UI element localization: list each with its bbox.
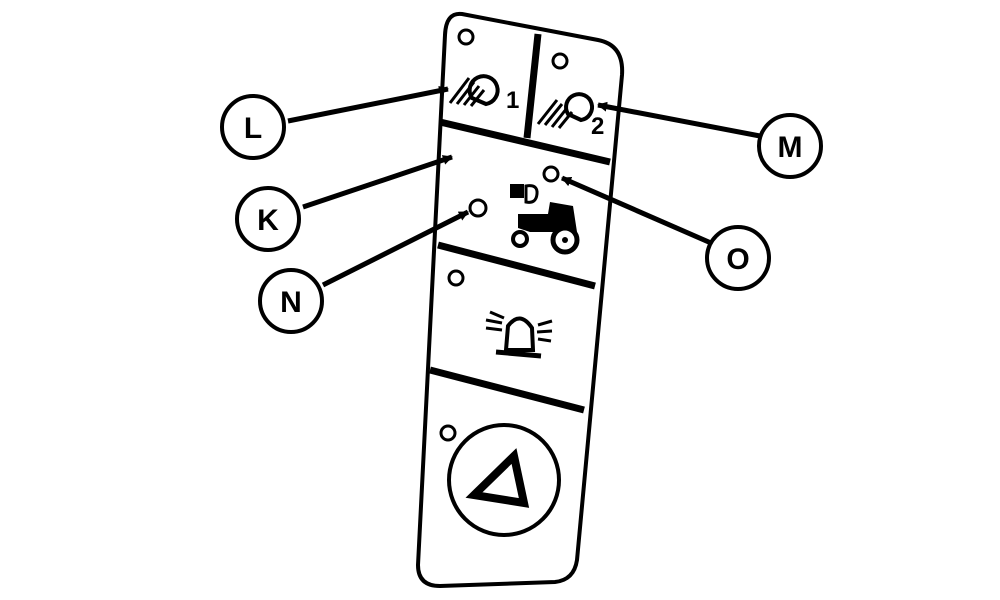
svg-text:O: O [726, 243, 749, 276]
tractor-lights-indicator-led-n [468, 198, 488, 218]
svg-text:N: N [280, 286, 302, 319]
worklight-2-switch[interactable]: 2 [536, 52, 604, 140]
callout-arrow-l [287, 85, 449, 124]
beacon-switch[interactable] [447, 269, 553, 359]
callout-l: L [220, 94, 286, 160]
divider-middle [437, 241, 596, 290]
work-light-icon [448, 74, 500, 107]
worklight-1-number: 1 [506, 87, 519, 114]
beacon-indicator-led [447, 269, 465, 287]
worklight-2-indicator-led [551, 52, 569, 70]
callout-arrow-m [597, 101, 761, 139]
svg-text:M: M [778, 131, 803, 164]
divider-lower [429, 366, 585, 414]
tractor-light-icon [510, 184, 580, 255]
rotating-beacon-icon [485, 310, 553, 359]
worklight-2-number: 2 [591, 113, 604, 140]
callout-arrow-k [302, 154, 453, 210]
tractor-lights-switch[interactable] [468, 165, 580, 255]
worklight-1-indicator-led [457, 28, 475, 46]
divider-top [439, 118, 611, 166]
callout-m: M [757, 113, 823, 179]
callout-n: N [258, 268, 324, 334]
callout-k: K [235, 186, 301, 252]
divider-vertical [523, 33, 542, 139]
worklight-1-switch[interactable]: 1 [448, 28, 519, 114]
hazard-warning-triangle-icon [465, 448, 530, 508]
svg-text:K: K [257, 204, 279, 237]
tractor-lights-indicator-led-o [542, 165, 560, 183]
callout-arrow-o [561, 175, 712, 246]
svg-text:L: L [244, 112, 262, 145]
work-light-icon [536, 92, 594, 129]
hazard-switch[interactable] [439, 423, 561, 537]
callout-o: O [705, 225, 771, 291]
hazard-indicator-led [439, 424, 457, 442]
callout-arrow-n [321, 209, 470, 288]
